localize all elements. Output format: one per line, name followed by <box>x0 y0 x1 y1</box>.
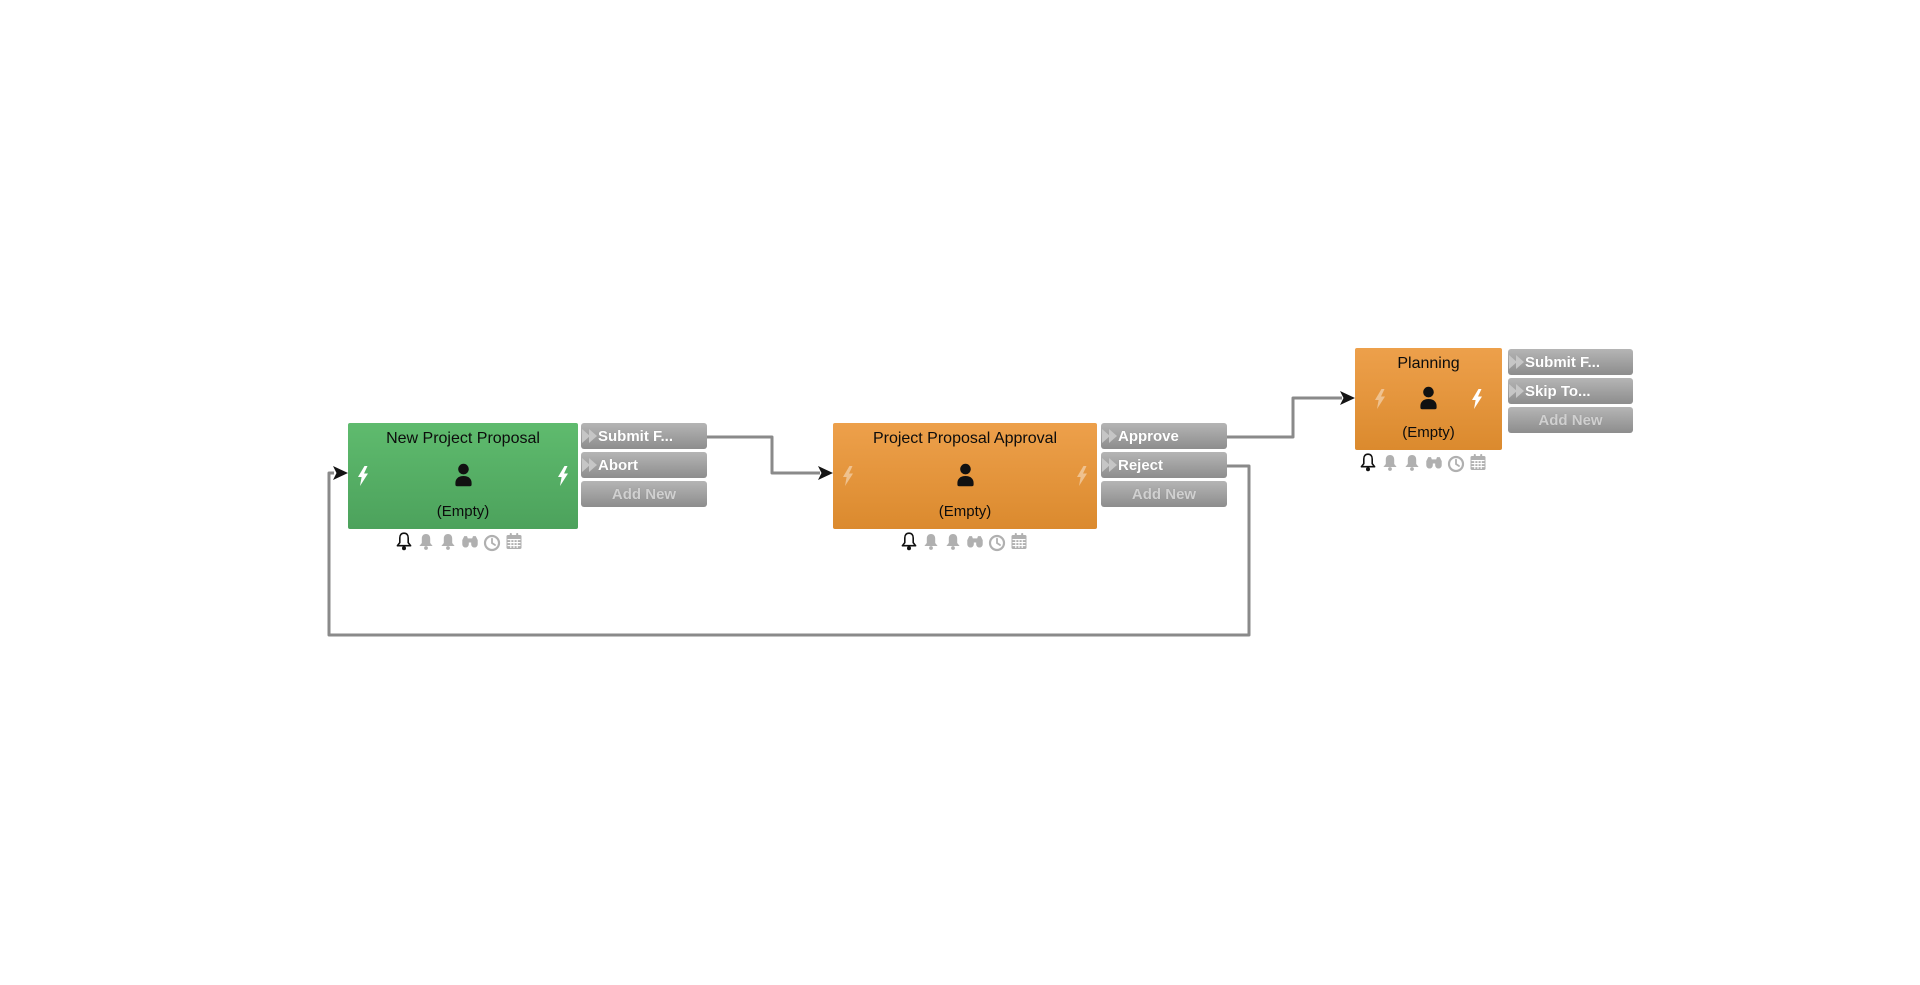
fast-forward-icon <box>1102 428 1117 444</box>
binoculars-icon[interactable] <box>460 530 480 553</box>
clock-icon[interactable] <box>987 530 1007 553</box>
fast-forward-icon <box>1102 457 1117 473</box>
lightning-connection-left-icon[interactable] <box>842 465 854 486</box>
step-title: New Project Proposal <box>386 430 540 447</box>
action-button-reject[interactable]: Reject <box>1101 452 1227 478</box>
calendar-icon[interactable] <box>1468 451 1488 474</box>
step-assignee-label: (Empty) <box>1402 424 1455 441</box>
arrowhead-into-planning <box>1340 391 1355 405</box>
workflow-step-project-proposal-approval[interactable]: Project Proposal Approval (Empty) <box>833 423 1097 529</box>
fast-forward-icon <box>1509 354 1524 370</box>
step-status-icons-project-proposal-approval <box>899 530 1029 553</box>
binoculars-icon[interactable] <box>965 530 985 553</box>
clock-icon[interactable] <box>482 530 502 553</box>
action-button-submit-f[interactable]: Submit F... <box>1508 349 1633 375</box>
bell-muted-icon[interactable] <box>1380 451 1400 474</box>
bell-muted-icon[interactable] <box>416 530 436 553</box>
workflow-step-planning[interactable]: Planning (Empty) <box>1355 348 1502 450</box>
binoculars-icon[interactable] <box>1424 451 1444 474</box>
connector-approve-to-planning[interactable] <box>1227 396 1342 439</box>
step-title: Planning <box>1397 355 1460 372</box>
action-button-abort[interactable]: Abort <box>581 452 707 478</box>
step-title: Project Proposal Approval <box>872 430 1058 447</box>
bell-muted-icon[interactable] <box>943 530 963 553</box>
workflow-step-new-project-proposal[interactable]: New Project Proposal (Empty) <box>348 423 578 529</box>
step-actions-new-project-proposal: Submit F... Abort Add New <box>581 423 707 507</box>
lightning-connection-left-icon[interactable] <box>357 465 369 486</box>
bell-muted-icon[interactable] <box>1402 451 1422 474</box>
add-new-action-button[interactable]: Add New <box>1508 407 1633 433</box>
action-button-approve[interactable]: Approve <box>1101 423 1227 449</box>
bell-muted-icon[interactable] <box>921 530 941 553</box>
arrowhead-into-start <box>333 466 348 480</box>
fast-forward-icon <box>582 428 597 444</box>
lightning-connection-right-icon[interactable] <box>1471 388 1483 409</box>
lightning-connection-right-icon[interactable] <box>1076 465 1088 486</box>
action-button-submit-f[interactable]: Submit F... <box>581 423 707 449</box>
clock-icon[interactable] <box>1446 451 1466 474</box>
bell-muted-icon[interactable] <box>438 530 458 553</box>
bell-active-icon[interactable] <box>899 530 919 553</box>
step-actions-project-proposal-approval: Approve Reject Add New <box>1101 423 1227 507</box>
lightning-connection-right-icon[interactable] <box>557 465 569 486</box>
calendar-icon[interactable] <box>1009 530 1029 553</box>
person-assignee-icon <box>450 462 477 489</box>
connector-submit-to-approval[interactable] <box>707 435 820 475</box>
person-assignee-icon <box>952 462 979 489</box>
step-status-icons-new-project-proposal <box>394 530 524 553</box>
fast-forward-icon <box>1509 383 1524 399</box>
step-status-icons-planning <box>1358 451 1488 474</box>
action-button-skip-to[interactable]: Skip To... <box>1508 378 1633 404</box>
arrowhead-into-approval <box>818 466 833 480</box>
add-new-action-button[interactable]: Add New <box>1101 481 1227 507</box>
bell-active-icon[interactable] <box>394 530 414 553</box>
lightning-connection-left-icon[interactable] <box>1374 388 1386 409</box>
calendar-icon[interactable] <box>504 530 524 553</box>
step-assignee-label: (Empty) <box>436 503 490 520</box>
fast-forward-icon <box>582 457 597 473</box>
step-actions-planning: Submit F... Skip To... Add New <box>1508 349 1633 433</box>
add-new-action-button[interactable]: Add New <box>581 481 707 507</box>
step-assignee-label: (Empty) <box>938 503 992 520</box>
person-assignee-icon <box>1415 385 1442 412</box>
bell-active-icon[interactable] <box>1358 451 1378 474</box>
connector-reject-loop-to-start[interactable] <box>327 464 1251 637</box>
